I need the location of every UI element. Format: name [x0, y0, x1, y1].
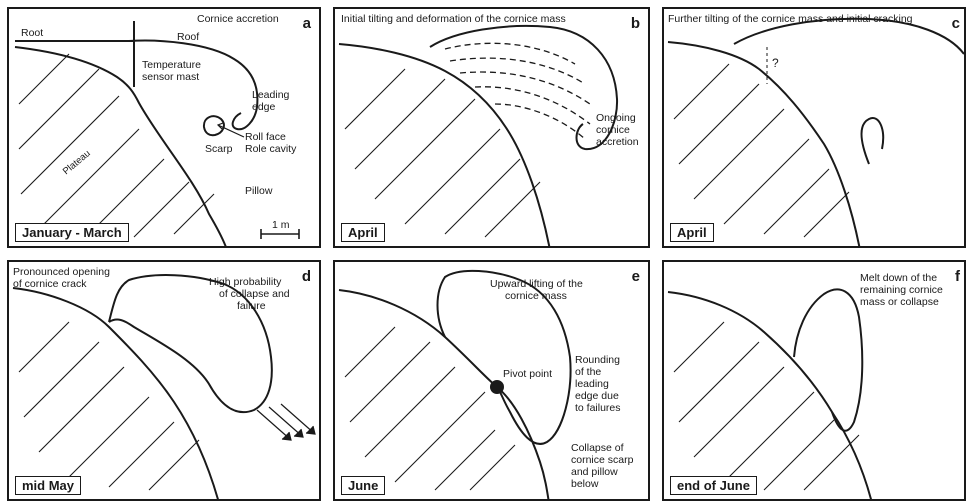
label-mass: mass or collapse	[860, 296, 939, 308]
label-upward: Upward lifting of the	[490, 278, 583, 290]
panel-c: Further tilting of the cornice mass and …	[662, 7, 966, 248]
label-pillow: Pillow	[245, 185, 272, 197]
label-ongoing: Ongoing	[596, 112, 636, 124]
label-below: below	[571, 478, 598, 490]
label-edge-due: edge due	[575, 390, 619, 402]
label-melt: Melt down of the	[860, 272, 937, 284]
date-label-c: April	[670, 223, 714, 242]
slope-profile	[339, 290, 549, 501]
plateau-hatching	[674, 322, 859, 490]
label-of-crack: of cornice crack	[13, 278, 87, 290]
date-label-b: April	[341, 223, 385, 242]
plateau-hatching	[345, 69, 540, 237]
label-root: Root	[21, 27, 43, 39]
remaining-cornice-outline	[794, 289, 862, 430]
deformation-lines	[445, 43, 590, 139]
label-accretion: accretion	[596, 136, 639, 148]
label-role-cavity: Role cavity	[245, 143, 296, 155]
label-to-failures: to failures	[575, 402, 621, 414]
panel-c-drawing	[664, 9, 966, 248]
panel-a-drawing	[9, 9, 321, 248]
label-edge: edge	[252, 101, 275, 113]
pivot-point-marker	[490, 380, 504, 394]
label-cornice-mass: cornice mass	[505, 290, 567, 302]
label-and-pillow: and pillow	[571, 466, 618, 478]
panel-letter-c: c	[952, 15, 960, 32]
panel-d: Pronounced opening of cornice crack High…	[7, 260, 321, 501]
label-high: High probability	[209, 276, 281, 288]
panel-letter-e: e	[632, 268, 640, 285]
label-cornice-accretion: Cornice accretion	[197, 13, 279, 25]
label-collapse-of: Collapse of	[571, 442, 624, 454]
label-roof: Roof	[177, 31, 199, 43]
label-leading: leading	[575, 378, 609, 390]
slope-profile	[339, 44, 550, 248]
label-scale: 1 m	[272, 219, 290, 231]
date-label-a: January - March	[15, 223, 129, 242]
label-leading: Leading	[252, 89, 289, 101]
panel-f: Melt down of the remaining cornice mass …	[662, 260, 966, 501]
label-remaining: remaining cornice	[860, 284, 943, 296]
date-label-e: June	[341, 476, 385, 495]
panel-e: Upward lifting of the cornice mass Pivot…	[333, 260, 650, 501]
panel-letter-b: b	[631, 15, 640, 32]
label-pronounced: Pronounced opening	[13, 266, 110, 278]
plateau-hatching	[345, 327, 515, 490]
cornice-outline	[430, 26, 617, 149]
date-label-d: mid May	[15, 476, 81, 495]
label-collapse: of collapse and	[219, 288, 290, 300]
caption-c: Further tilting of the cornice mass and …	[668, 13, 913, 25]
plateau-hatching	[19, 322, 199, 490]
label-cornice-scarp: cornice scarp	[571, 454, 633, 466]
panel-letter-a: a	[303, 15, 311, 32]
plateau-hatching	[674, 64, 849, 237]
label-question: ?	[772, 57, 779, 69]
label-scarp: Scarp	[205, 143, 232, 155]
label-temperature: Temperature	[142, 59, 201, 71]
panel-letter-f: f	[955, 268, 960, 285]
label-rounding: Rounding	[575, 354, 620, 366]
label-of-the: of the	[575, 366, 601, 378]
label-cornice: cornice	[596, 124, 630, 136]
panel-letter-d: d	[302, 268, 311, 285]
label-roll-face: Roll face	[245, 131, 286, 143]
slope-profile	[668, 292, 872, 501]
date-label-f: end of June	[670, 476, 757, 495]
caption-b: Initial tilting and deformation of the c…	[341, 13, 566, 25]
label-failure: failure	[237, 300, 266, 312]
label-sensor-mast: sensor mast	[142, 71, 199, 83]
slope-profile	[668, 42, 860, 248]
collapse-arrows	[257, 404, 315, 440]
label-pivot: Pivot point	[503, 368, 552, 380]
panel-a: Root Cornice accretion Roof Temperature …	[7, 7, 321, 248]
pillow-outline	[862, 118, 884, 164]
panel-b: Initial tilting and deformation of the c…	[333, 7, 650, 248]
cornice-outline	[129, 41, 257, 130]
